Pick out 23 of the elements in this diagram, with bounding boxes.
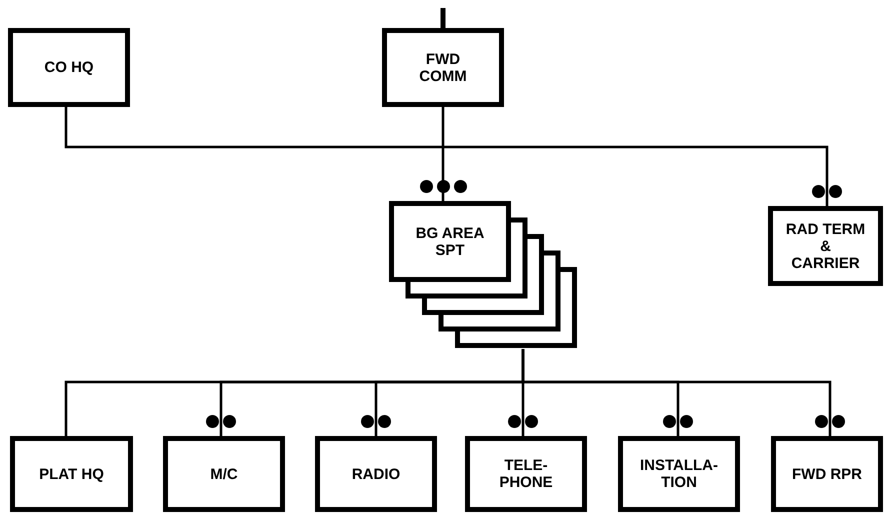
box-label: PLAT HQ [39, 466, 104, 482]
connector-line [442, 107, 444, 201]
unit-box [315, 436, 437, 512]
unit-box [465, 436, 587, 512]
unit-box [8, 28, 130, 107]
unit-box [618, 436, 740, 512]
box-label: FWD COMM [418, 50, 468, 84]
unit-box [382, 28, 504, 107]
connector-line [522, 349, 832, 436]
unit-box [163, 436, 285, 512]
box-label: CO HQ [44, 59, 94, 76]
box-label: BG AREA SPT [414, 224, 486, 258]
unit-box [10, 436, 133, 512]
unit-box [768, 206, 883, 286]
box-label: INSTALLA- TION [638, 457, 720, 491]
connector-line [440, 8, 446, 28]
box-label: RADIO [352, 466, 400, 482]
box-label: RAD TERM & CARRIER [784, 220, 866, 272]
box-label: M/C [210, 466, 238, 482]
box-label: TELE- PHONE [498, 457, 554, 491]
connector-line [64, 107, 828, 206]
box-label: FWD RPR [792, 466, 862, 482]
unit-box [771, 436, 883, 512]
